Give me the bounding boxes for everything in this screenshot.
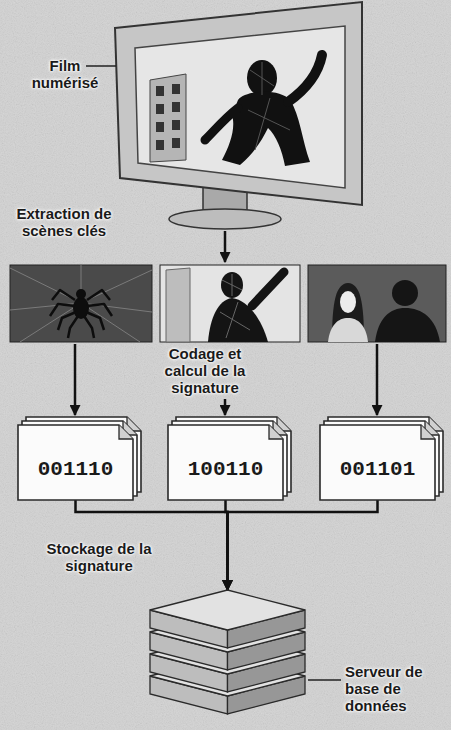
flow-arrow [224,399,227,415]
file-page [168,425,283,500]
page-outline [320,425,435,500]
signature-file: 001101 [320,425,435,500]
screen-building [150,74,186,162]
step-label: Codage et calcul de la signature [153,345,257,396]
signature-file: 100110 [168,425,283,500]
database-server: Serveur de base de données [150,590,305,716]
step-label: Film numérisé [25,57,105,91]
flow-arrow [74,344,77,415]
building-windows [156,84,180,150]
signature-code: 001101 [340,458,416,481]
scene-people [308,265,446,342]
monitor [115,2,362,229]
tray-top [150,590,305,630]
merge-connector [228,500,378,590]
server-label: Serveur de base de données [345,663,445,714]
signature-code: 100110 [188,458,264,481]
page-outline [18,425,133,500]
leader-line [86,65,116,67]
screen-hero [205,55,322,166]
step-label: Extraction de scènes clés [5,205,123,239]
monitor-base [169,209,281,229]
scene-hero [160,265,300,342]
server-tray [150,590,305,648]
node-label: Serveur de base de données [345,663,445,714]
binary-signature: 001101 [340,458,416,481]
page-fold [421,425,435,439]
monitor-screen [135,26,345,188]
binary-signature: 100110 [188,458,264,481]
server-stack [150,590,305,716]
signature-file: 001110 [18,425,133,500]
file-page [18,425,133,500]
flow-arrow [376,344,379,415]
monitor-frame [115,2,362,205]
scene-spider [10,265,152,342]
flow-arrow [224,231,227,262]
page-fold [119,425,133,439]
page-outline [168,425,283,500]
file-page [320,425,435,500]
leader-line [308,679,341,681]
page-fold [269,425,283,439]
step-label: Stockage de la signature [40,540,158,574]
binary-signature: 001110 [38,458,114,481]
signature-code: 001110 [38,458,114,481]
